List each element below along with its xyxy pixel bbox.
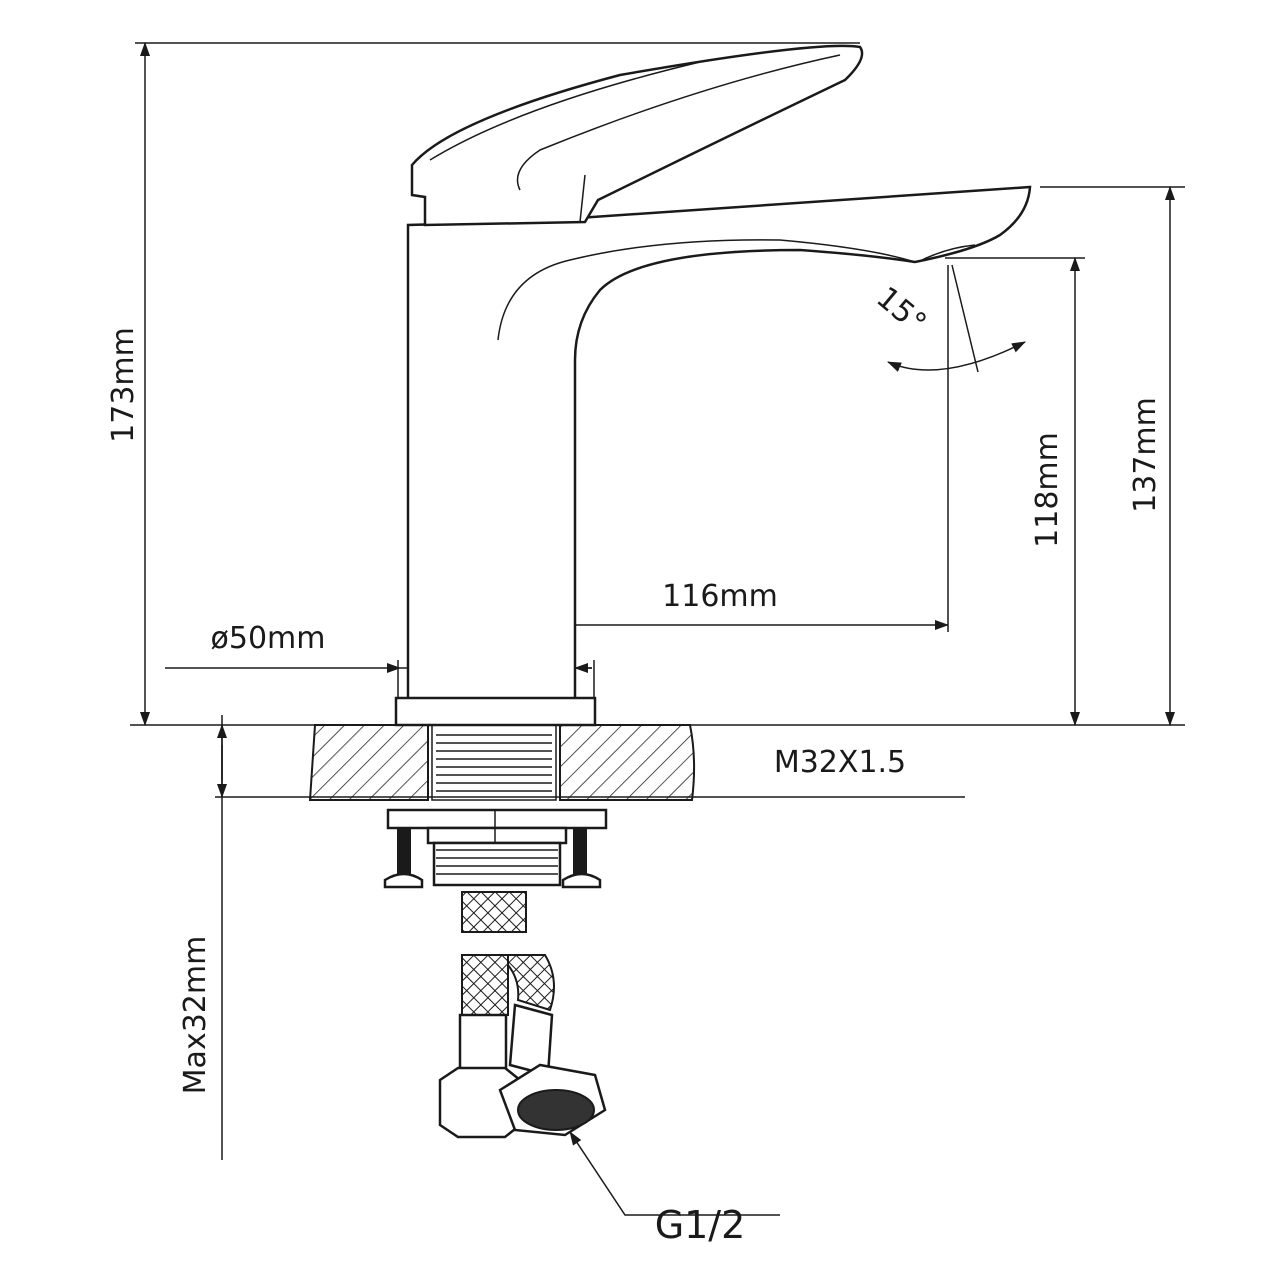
faucet-handle <box>410 44 864 227</box>
mounting-nut <box>383 808 608 889</box>
dimension-max-counter-thickness: Max32mm <box>178 715 227 1160</box>
label-outlet-angle: 15° <box>869 280 932 341</box>
thread-lines <box>436 734 552 792</box>
faucet-body <box>394 185 1032 727</box>
label-outlet-height: 118mm <box>1030 432 1065 548</box>
label-spout-top-height: 137mm <box>1128 397 1163 513</box>
label-max-counter-thickness: Max32mm <box>178 936 213 1095</box>
label-thread: M32X1.5 <box>774 745 906 780</box>
dimension-outlet-angle: 15° <box>869 264 1026 373</box>
label-base-diameter: ø50mm <box>211 621 326 656</box>
dimension-spout-top-height: 137mm <box>1040 186 1185 726</box>
dimension-total-height: 173mm <box>106 42 860 726</box>
dimension-hose-connection: G1/2 <box>569 1131 780 1247</box>
label-total-height: 173mm <box>106 327 141 443</box>
dimension-spout-reach: 116mm <box>489 265 949 690</box>
supply-hoses <box>438 891 607 1139</box>
label-spout-reach: 116mm <box>662 579 778 614</box>
dimension-base-diameter: ø50mm <box>165 621 595 698</box>
label-hose-connection: G1/2 <box>655 1203 746 1247</box>
dimension-outlet-height: 118mm <box>945 257 1085 726</box>
counter-section <box>308 724 696 801</box>
